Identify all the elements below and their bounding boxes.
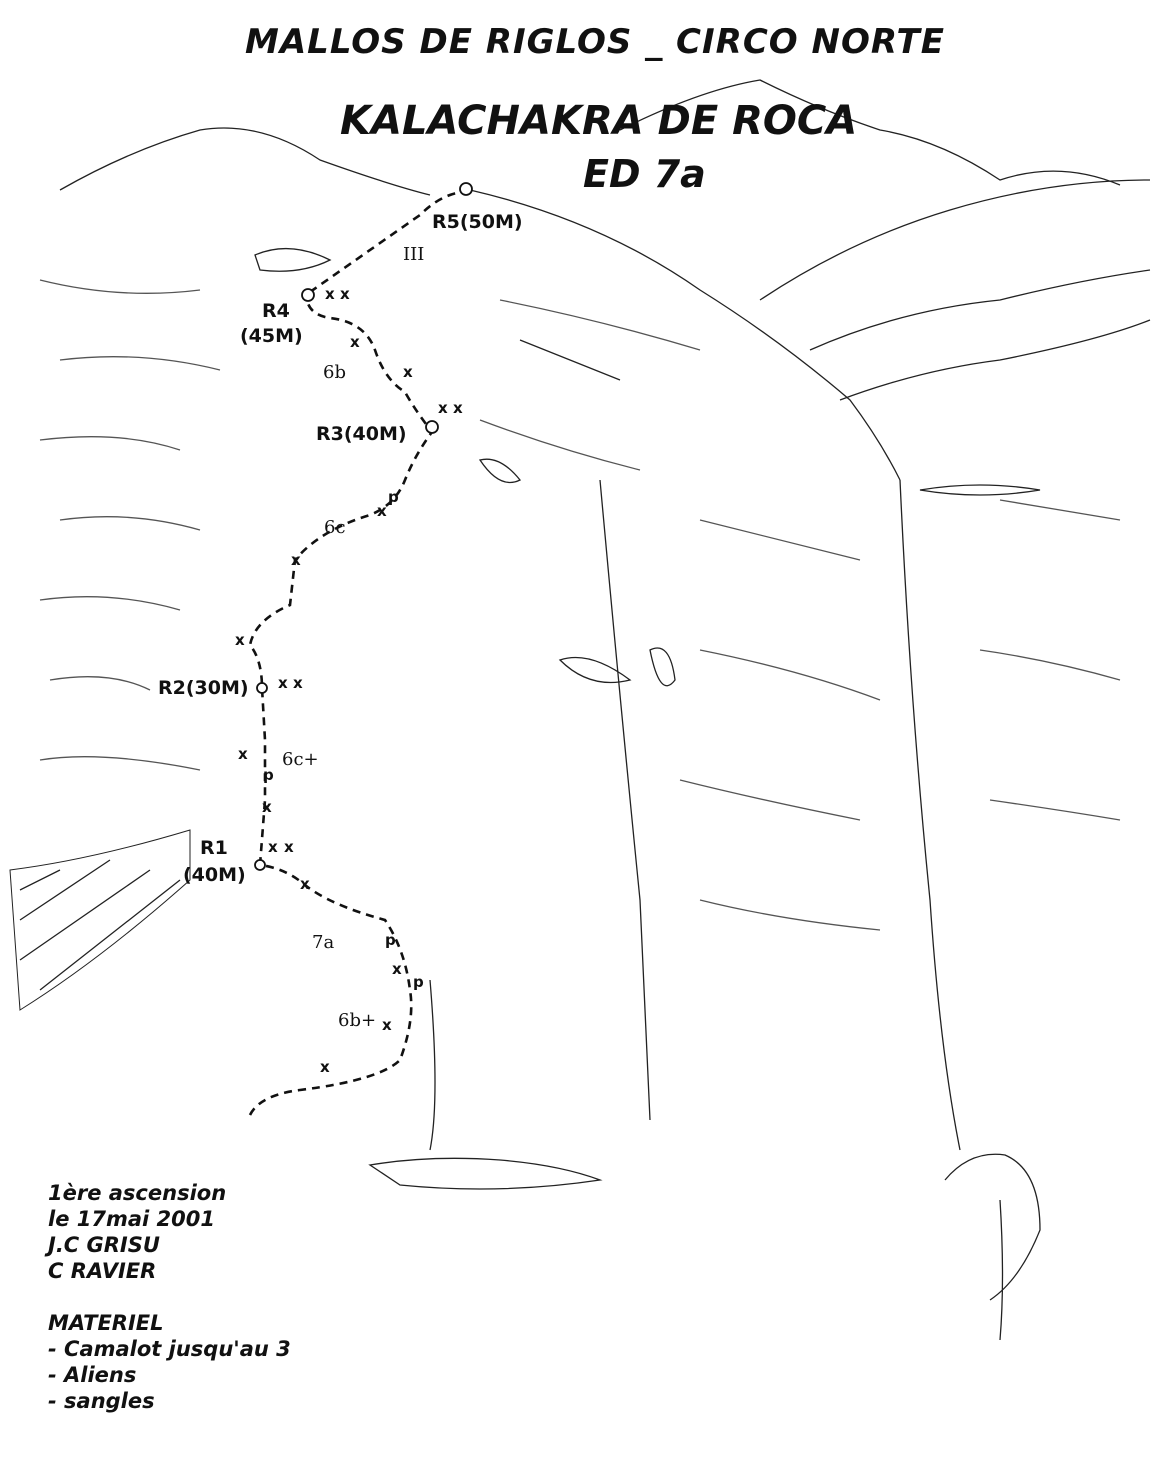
- belay-r5: [459, 182, 473, 196]
- grade-pitch2: 6c+: [282, 749, 319, 770]
- piton-mark: p: [263, 766, 274, 784]
- belay-r4-label: R4: [262, 300, 290, 322]
- belay-r2: [256, 682, 268, 694]
- bolt-mark: x: [382, 1016, 392, 1034]
- gear-item: - Aliens: [48, 1363, 137, 1387]
- bolt-mark: x: [340, 285, 350, 303]
- belay-r2-label: R2(30M): [158, 677, 249, 699]
- ascent-date: le 17mai 2001: [48, 1207, 215, 1231]
- climber-2: C RAVIER: [48, 1259, 157, 1283]
- gear-title: MATERIEL: [48, 1311, 164, 1335]
- belay-r5-label: R5(50M): [432, 211, 523, 233]
- bolt-mark: x: [284, 838, 294, 856]
- grade-pitch4: 6b: [323, 362, 346, 383]
- belay-r3: [425, 420, 439, 434]
- bolt-mark: x: [392, 960, 402, 978]
- gear-item: - sangles: [48, 1389, 155, 1413]
- mountain-outlines: [9, 79, 1151, 1341]
- grade-pitch1b: 6b+: [338, 1010, 377, 1031]
- bolt-mark: x: [291, 551, 301, 569]
- belay-stations: [254, 182, 473, 871]
- bolt-mark: x: [438, 399, 448, 417]
- ascent-info: 1ère ascension le 17mai 2001 J.C GRISU C…: [48, 1180, 291, 1414]
- belay-r4-length: (45M): [240, 325, 303, 347]
- bolt-mark: x: [453, 399, 463, 417]
- area-title: MALLOS DE RIGLOS _ CIRCO NORTE: [245, 22, 945, 62]
- bolt-mark: x: [325, 285, 335, 303]
- route-grade: ED 7a: [583, 152, 706, 196]
- bolt-mark: x: [377, 502, 387, 520]
- bolt-mark: x: [320, 1058, 330, 1076]
- belay-r4: [301, 288, 315, 302]
- bolt-mark: x: [235, 631, 245, 649]
- bolt-mark: x: [278, 674, 288, 692]
- bolt-mark: x: [300, 875, 310, 893]
- grade-pitch5: III: [403, 244, 425, 265]
- piton-mark: p: [385, 931, 396, 949]
- belay-r3-label: R3(40M): [316, 423, 407, 445]
- route-name: KALACHAKRA DE ROCA: [340, 98, 858, 144]
- bolt-mark: x: [238, 745, 248, 763]
- grade-pitch3: 6c: [324, 517, 346, 538]
- route-line: [248, 190, 463, 1116]
- grade-pitch1a: 7a: [312, 932, 335, 953]
- belay-r1: [254, 859, 266, 871]
- piton-mark: p: [413, 973, 424, 991]
- belay-r1-label: R1: [200, 837, 228, 859]
- first-ascent: 1ère ascension: [48, 1181, 227, 1205]
- bolt-mark: x: [293, 674, 303, 692]
- bolt-mark: x: [403, 363, 413, 381]
- belay-r1-length: (40M): [183, 864, 246, 886]
- gear-item: - Camalot jusqu'au 3: [48, 1337, 291, 1361]
- bolt-mark: x: [268, 838, 278, 856]
- climber-1: J.C GRISU: [48, 1233, 160, 1257]
- bolt-mark: x: [350, 333, 360, 351]
- bolt-mark: x: [262, 798, 272, 816]
- piton-mark: p: [388, 488, 399, 506]
